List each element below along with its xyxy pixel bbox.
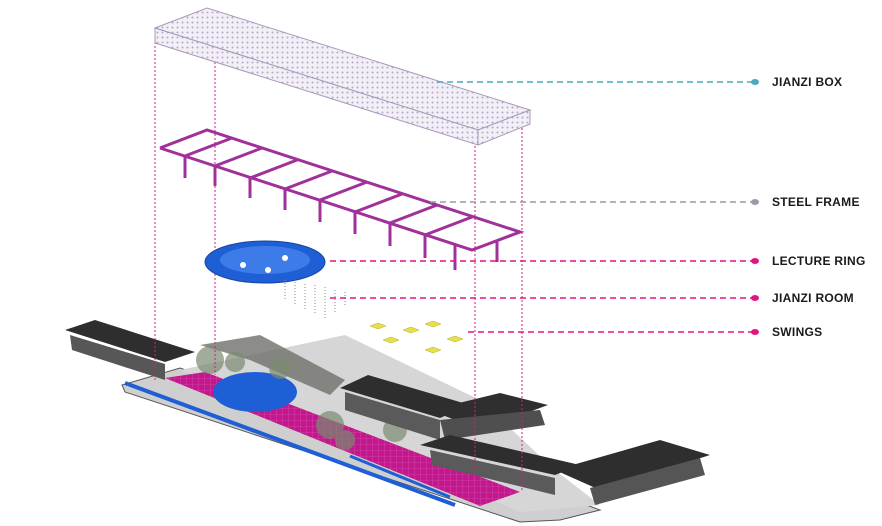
leader-lines (330, 81, 752, 333)
label-swings: SWINGS (772, 325, 823, 339)
lecture-ring (204, 240, 326, 284)
swings (369, 320, 464, 354)
label-lecture-ring: LECTURE RING (772, 254, 866, 268)
water-channel (124, 381, 456, 507)
jianzi-room (284, 280, 346, 318)
trees (196, 346, 407, 450)
buildings (65, 320, 710, 505)
label-steel-frame: STEEL FRAME (772, 195, 860, 209)
jianzi-box (153, 7, 532, 146)
projection-lines (154, 10, 523, 498)
site-ground (65, 320, 710, 523)
ground-ring (213, 372, 297, 412)
steel-frame (159, 128, 525, 270)
leader-dots (751, 79, 759, 335)
label-jianzi-room: JIANZI ROOM (772, 291, 854, 305)
label-jianzi-box: JIANZI BOX (772, 75, 843, 89)
